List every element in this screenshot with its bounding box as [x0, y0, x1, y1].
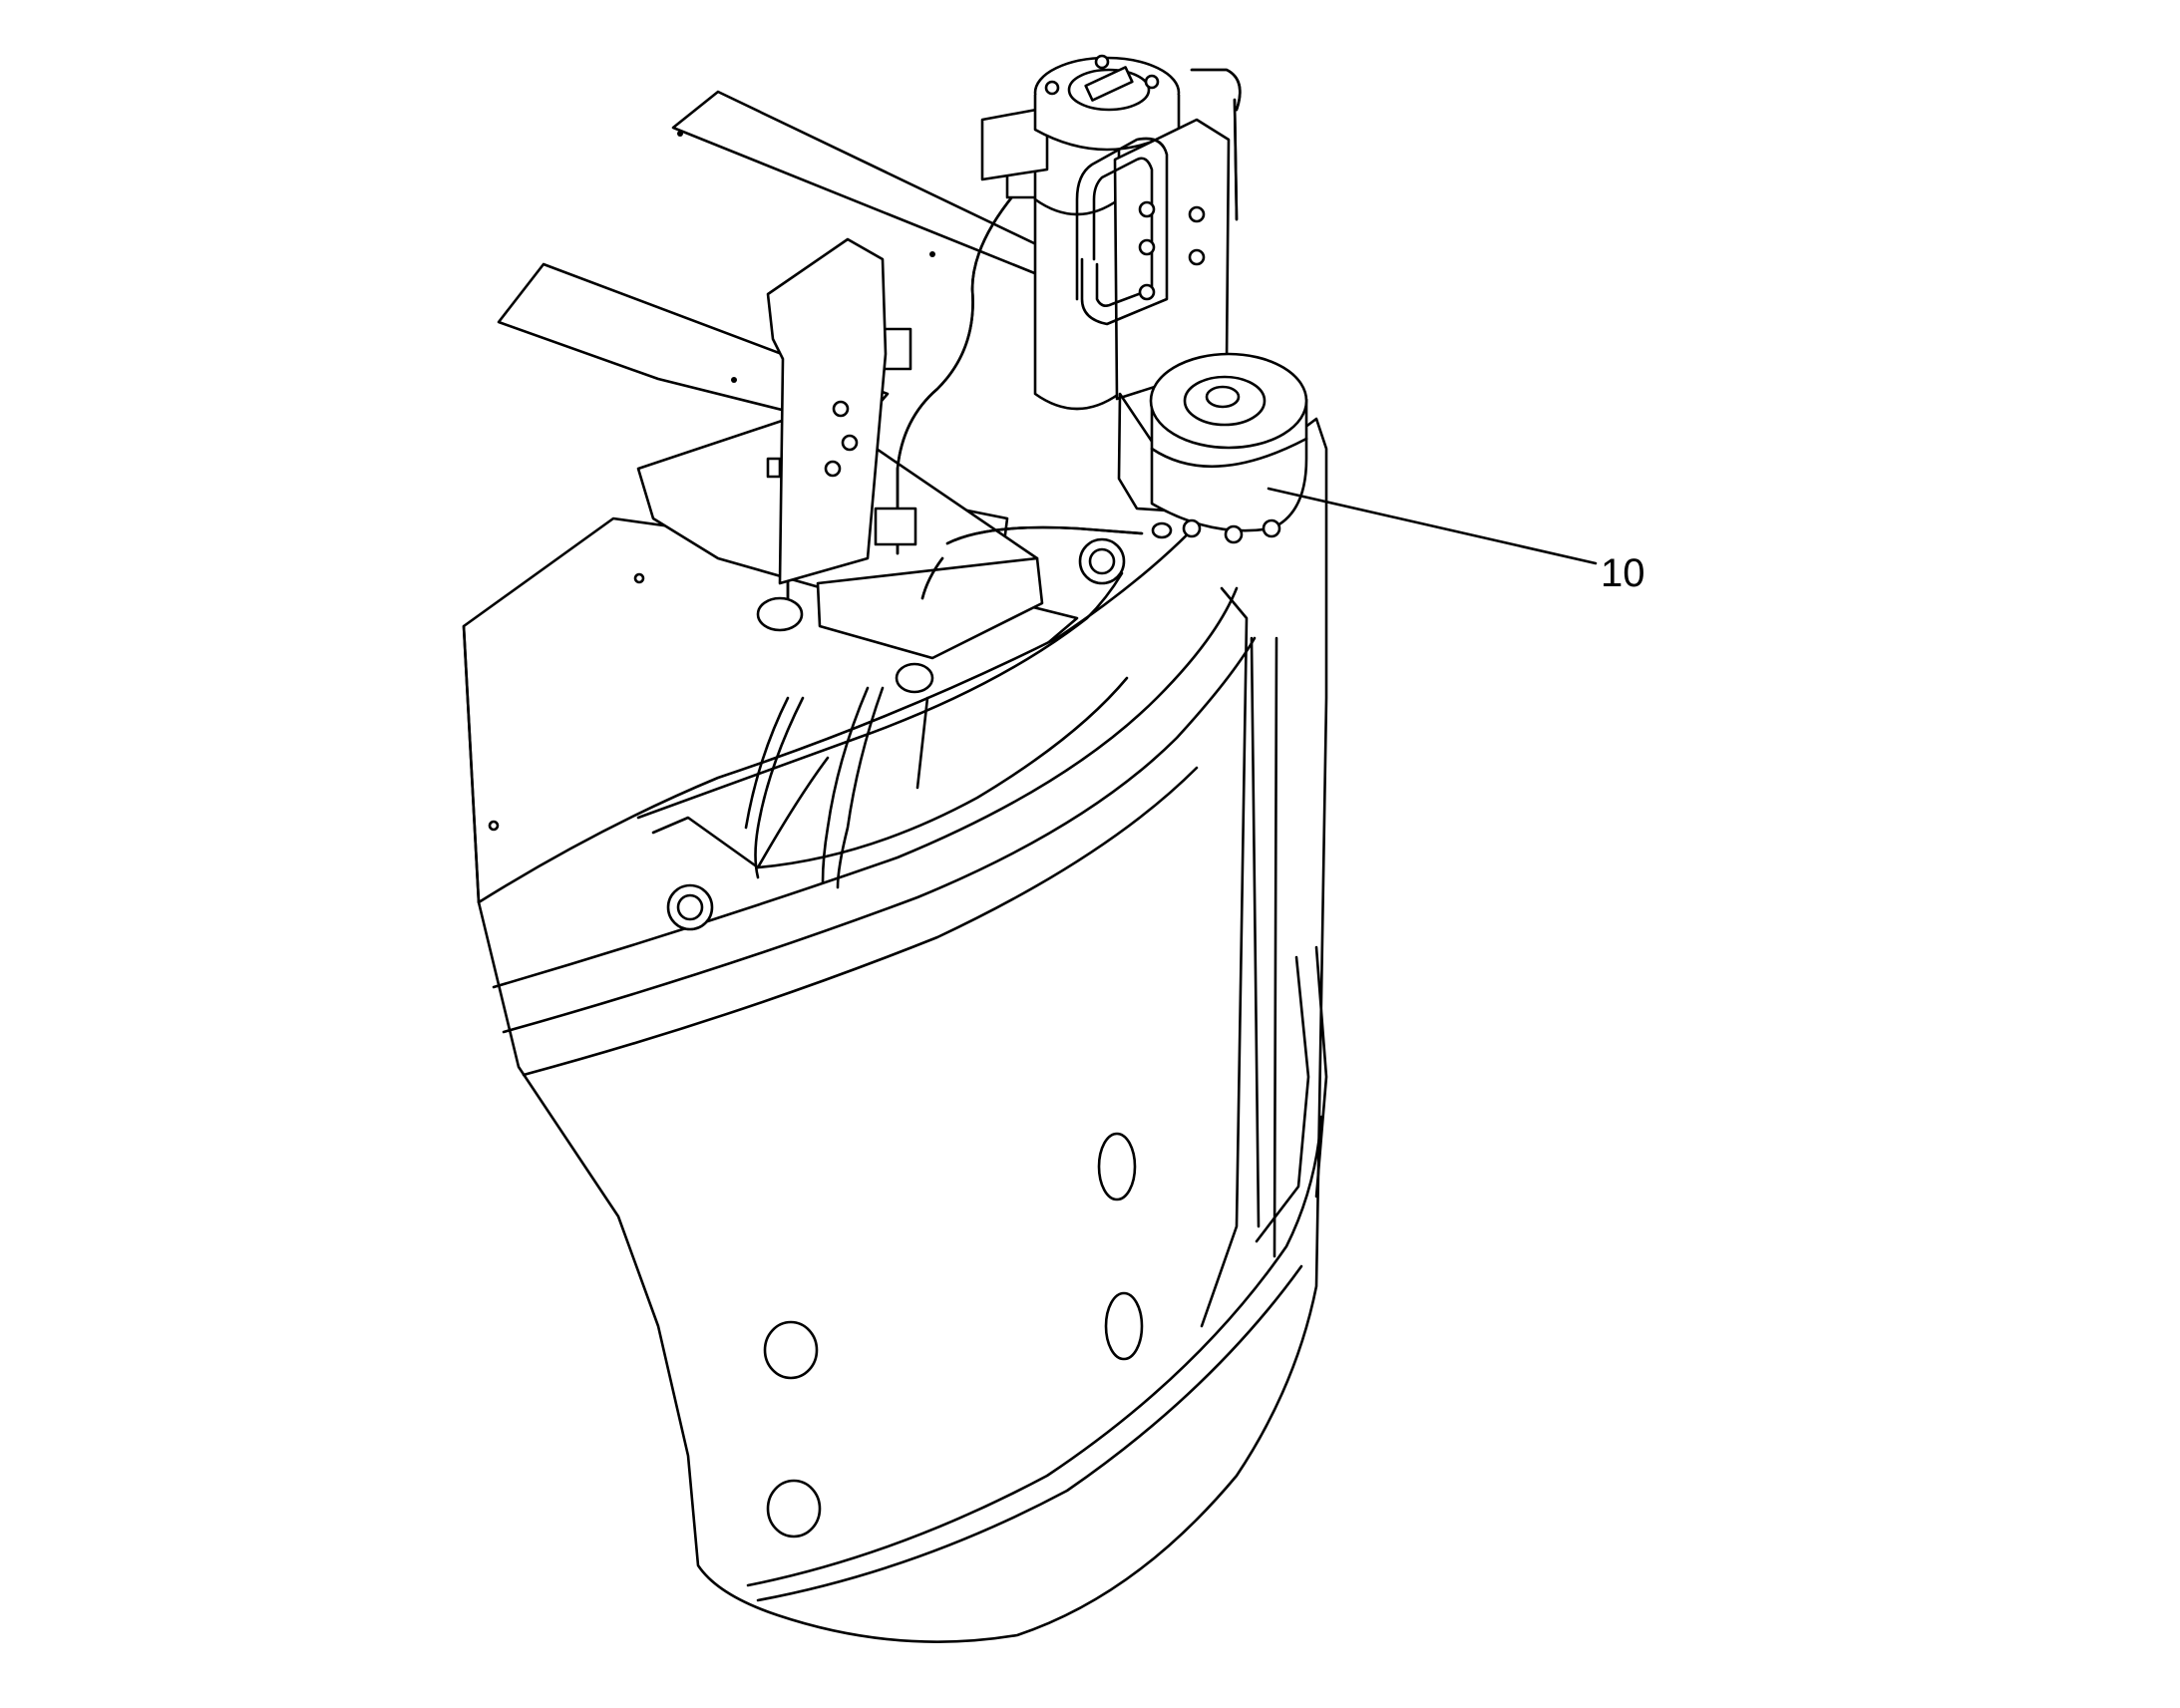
- cable-bundle: [744, 686, 885, 889]
- hull-body: [462, 417, 1328, 1643]
- left-bracket: [766, 237, 888, 585]
- rear-strip-panel: [497, 90, 1059, 431]
- deck-recess: [636, 537, 1129, 931]
- motor: [1117, 352, 1308, 544]
- callout-label-10: 10: [1601, 551, 1645, 595]
- callout-10: 10: [1267, 487, 1645, 595]
- right-bracket: [1075, 118, 1231, 401]
